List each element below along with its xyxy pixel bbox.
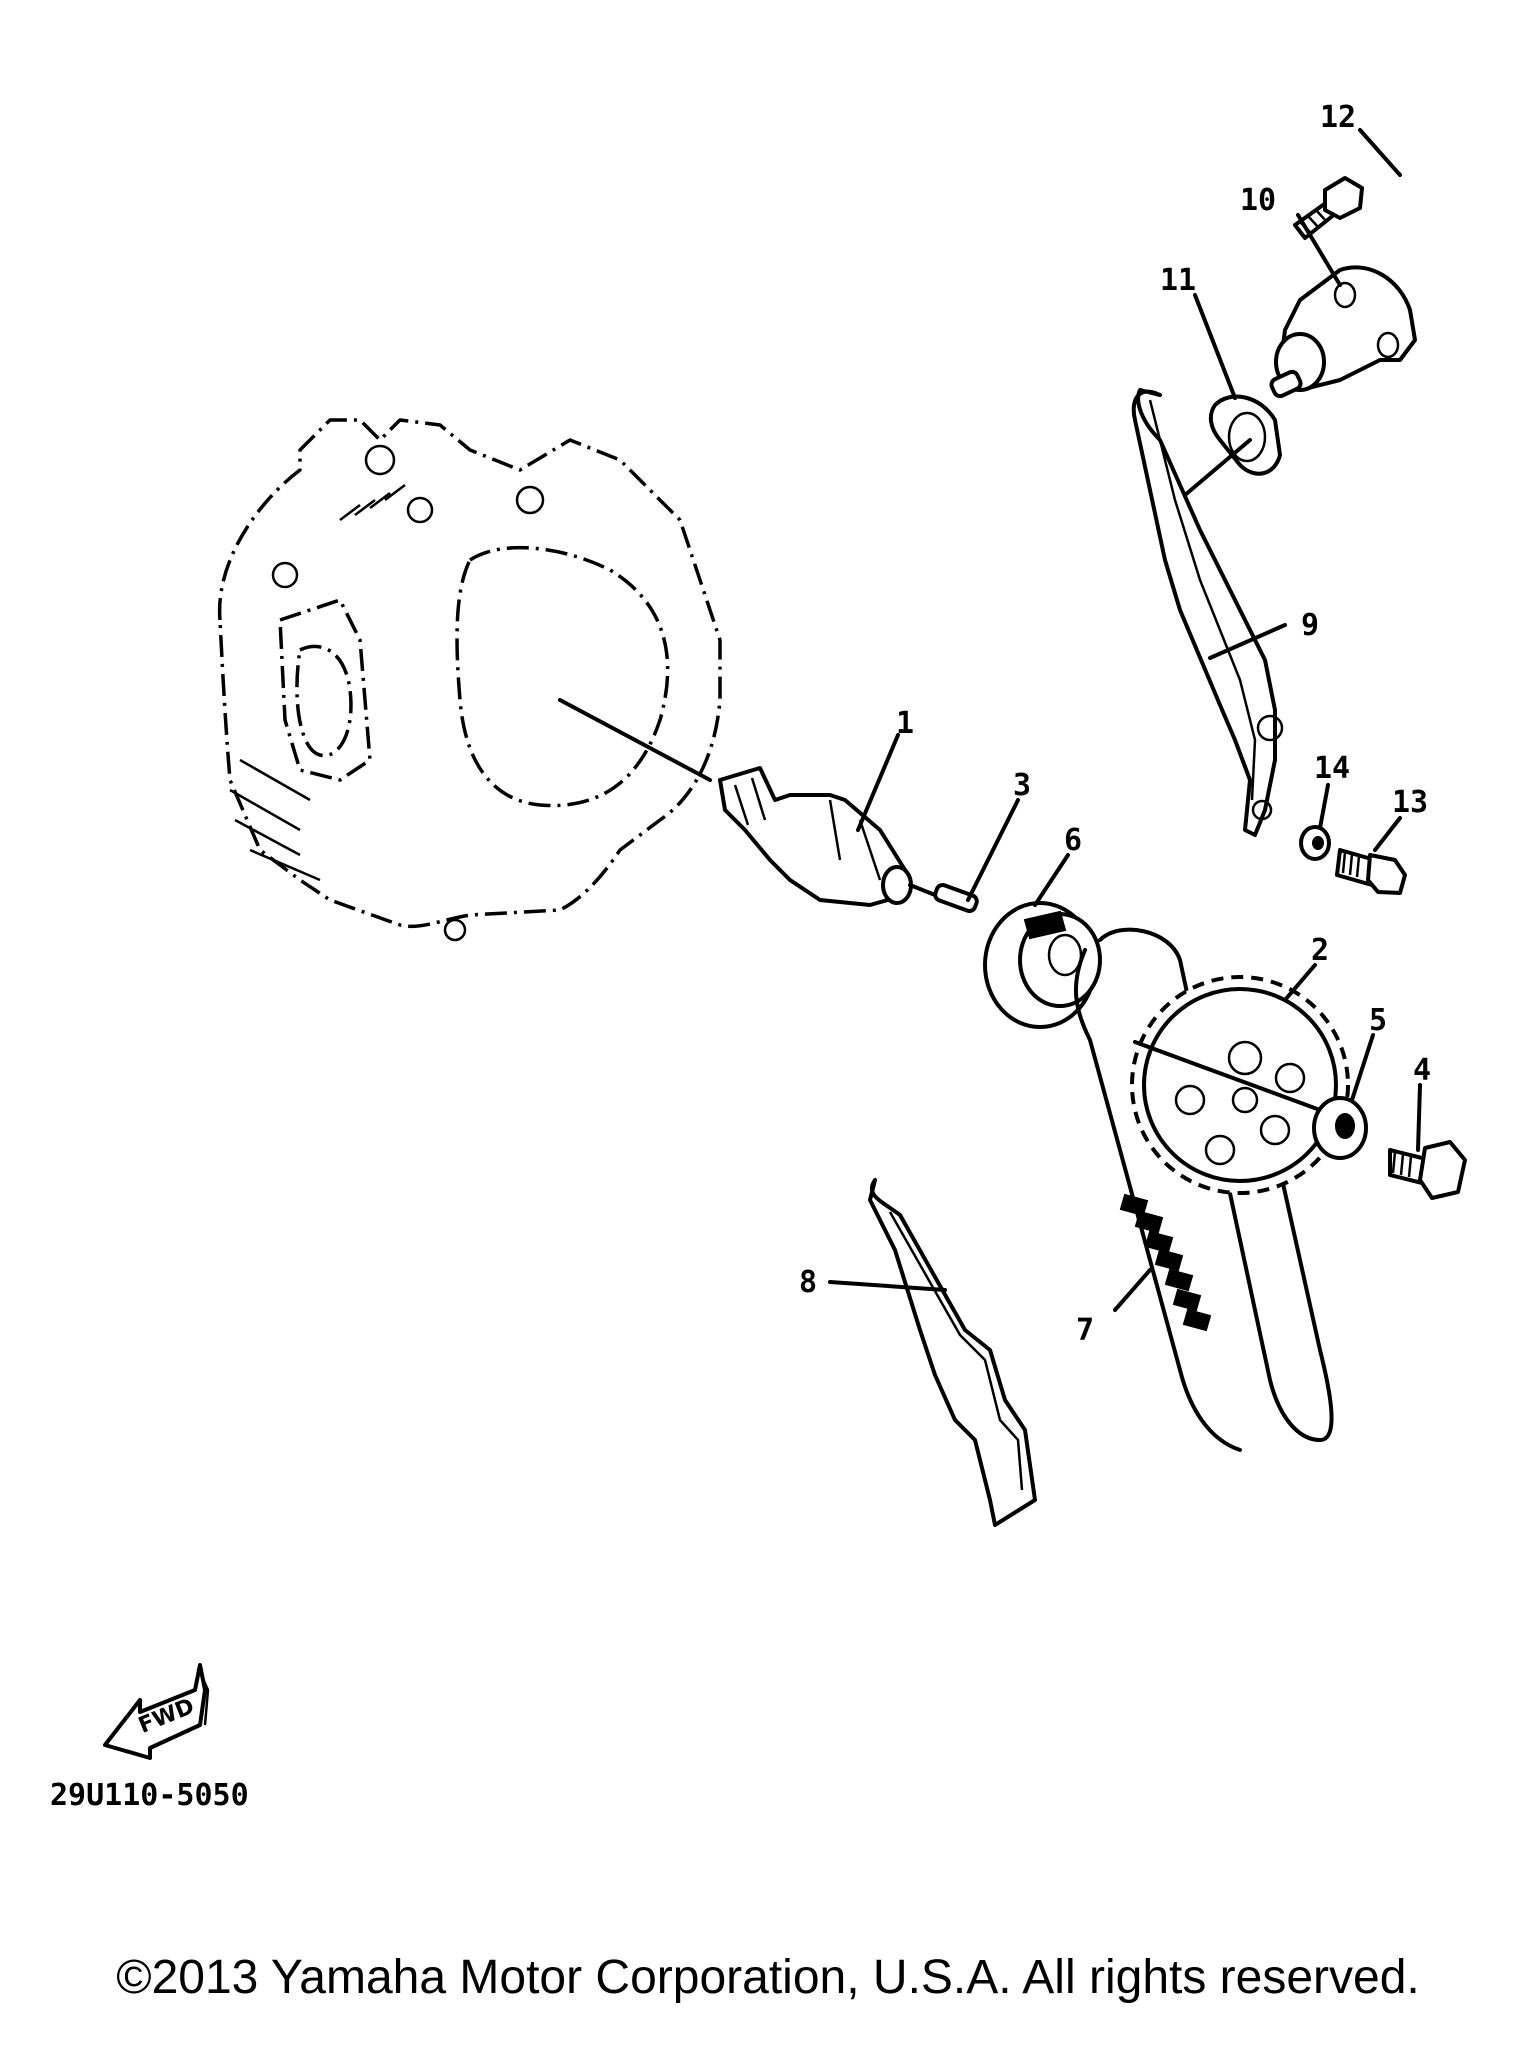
chain-links — [1119, 1193, 1212, 1332]
callout-8: 8 — [799, 1265, 817, 1300]
callout-13: 13 — [1392, 785, 1428, 820]
washer — [1312, 1096, 1368, 1160]
tensioner-guide — [1131, 388, 1284, 837]
cam-sprocket — [1130, 975, 1350, 1195]
callout-labels: 1 2 3 4 5 6 7 8 9 10 11 12 13 14 — [799, 100, 1431, 1348]
callout-1: 1 — [896, 706, 914, 741]
guide-washer — [1299, 825, 1331, 861]
callout-6: 6 — [1064, 823, 1082, 858]
sprocket-bolt — [1388, 1140, 1467, 1200]
leader-lines — [828, 128, 1422, 1312]
cylinder-head — [217, 418, 722, 942]
callout-5: 5 — [1369, 1003, 1387, 1038]
callout-7: 7 — [1076, 1313, 1094, 1348]
callout-14: 14 — [1314, 751, 1350, 786]
callout-11: 11 — [1160, 263, 1196, 298]
gasket — [1183, 394, 1282, 497]
chain-tensioner — [1269, 265, 1417, 399]
cam-chain — [1073, 927, 1334, 1452]
callout-10: 10 — [1240, 183, 1276, 218]
guide-bolt — [1335, 848, 1407, 895]
callout-9: 9 — [1301, 608, 1319, 643]
pin — [933, 882, 979, 914]
part-number-code: 29U110-5050 — [50, 1778, 249, 1813]
fwd-arrow-icon: FWD — [103, 1663, 210, 1760]
copyright-notice: ©2013 Yamaha Motor Corporation, U.S.A. A… — [116, 1951, 1420, 2004]
callout-3: 3 — [1013, 768, 1031, 803]
callout-12: 12 — [1320, 100, 1356, 135]
camshaft — [718, 766, 962, 907]
bearing — [983, 901, 1102, 1029]
callout-4: 4 — [1413, 1053, 1431, 1088]
chain-guide — [868, 1178, 1037, 1527]
callout-2: 2 — [1311, 933, 1329, 968]
